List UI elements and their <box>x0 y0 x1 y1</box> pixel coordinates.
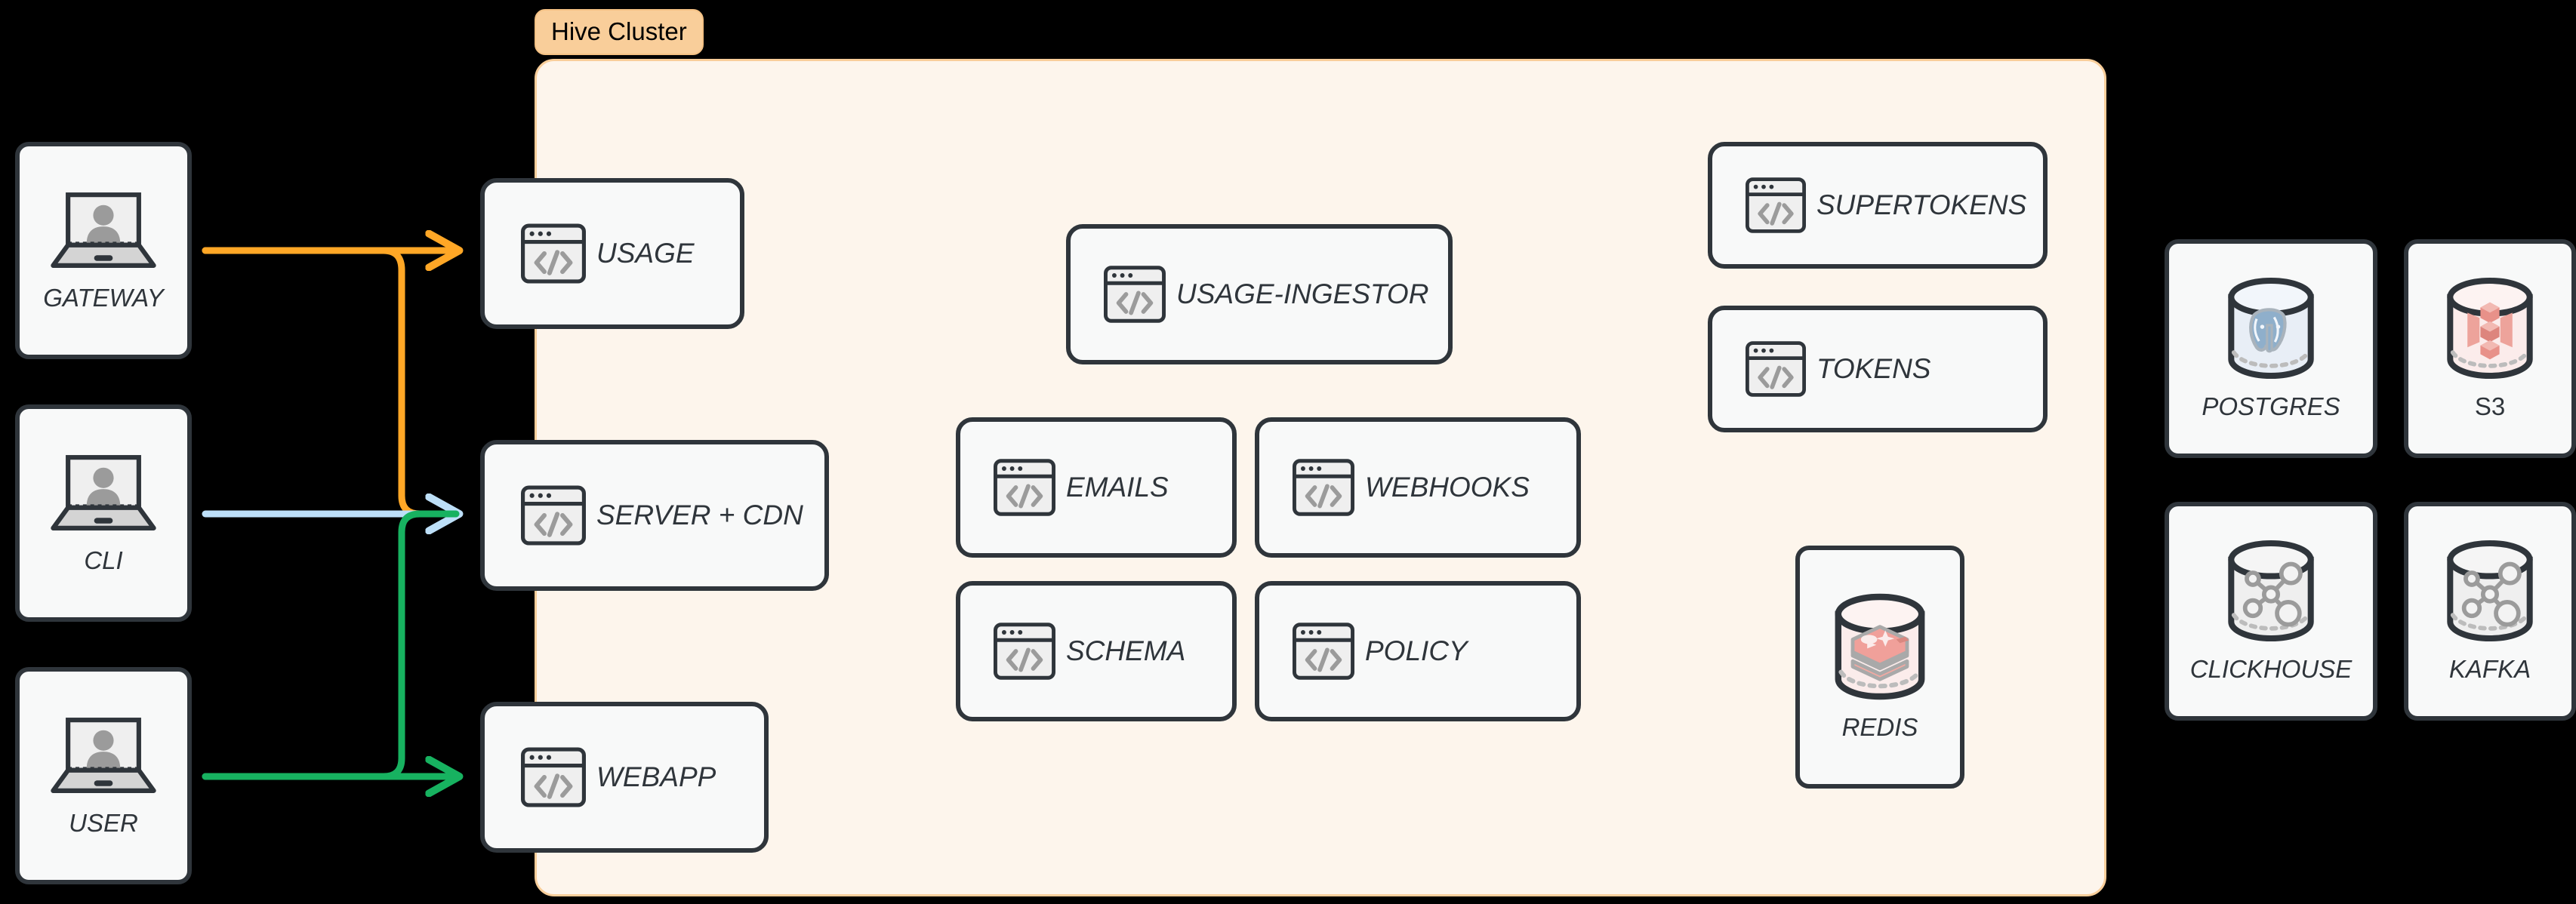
laptop-user-icon <box>48 714 159 797</box>
service-node-usage-ingestor[interactable]: USAGE-INGESTOR <box>1066 224 1453 364</box>
hive-cluster-label: Hive Cluster <box>535 9 704 55</box>
service-label-schema: SCHEMA <box>1066 635 1186 666</box>
datastore-node-postgres[interactable]: POSTGRES <box>2165 239 2377 458</box>
service-label-policy: POLICY <box>1365 635 1468 666</box>
client-node-cli[interactable]: CLI <box>15 404 192 622</box>
service-node-schema[interactable]: SCHEMA <box>956 581 1237 721</box>
datastore-label-kafka: KAFKA <box>2448 655 2531 683</box>
datastore-node-kafka[interactable]: KAFKA <box>2404 502 2576 721</box>
service-node-webhooks[interactable]: WEBHOOKS <box>1255 417 1581 558</box>
client-label-user: USER <box>69 809 138 837</box>
datastore-node-s3[interactable]: S3 <box>2404 239 2576 458</box>
service-label-tokens: TOKENS <box>1816 353 1931 384</box>
s3-cylinder-icon <box>2442 276 2537 380</box>
service-node-emails[interactable]: EMAILS <box>956 417 1237 558</box>
code-window-icon <box>1293 623 1354 680</box>
code-window-icon <box>521 223 586 284</box>
client-node-user[interactable]: USER <box>15 667 192 884</box>
laptop-user-icon <box>48 189 159 272</box>
datastore-label-redis: REDIS <box>1841 713 1918 741</box>
service-label-usage-ingestor: USAGE-INGESTOR <box>1176 278 1429 309</box>
code-window-icon <box>521 747 586 807</box>
code-window-icon <box>994 459 1055 516</box>
datastore-node-clickhouse[interactable]: CLICKHOUSE <box>2165 502 2377 721</box>
datastore-node-redis[interactable]: REDIS <box>1795 546 1964 789</box>
laptop-user-icon <box>48 451 159 534</box>
client-node-gateway[interactable]: GATEWAY <box>15 142 192 359</box>
kafka-cylinder-icon <box>2442 539 2537 643</box>
datastore-label-clickhouse: CLICKHOUSE <box>2189 655 2353 683</box>
client-label-cli: CLI <box>84 546 123 574</box>
service-label-server-cdn: SERVER + CDN <box>596 500 803 530</box>
service-label-supertokens: SUPERTOKENS <box>1816 189 2027 220</box>
service-node-webapp[interactable]: WEBAPP <box>480 702 769 853</box>
connector-gateway-server <box>202 247 460 518</box>
service-node-policy[interactable]: POLICY <box>1255 581 1581 721</box>
code-window-icon <box>521 485 586 546</box>
service-label-webhooks: WEBHOOKS <box>1365 472 1530 503</box>
service-node-server-cdn[interactable]: SERVER + CDN <box>480 440 829 591</box>
redis-cylinder-icon <box>1830 592 1930 701</box>
code-window-icon <box>1104 266 1166 323</box>
service-node-supertokens[interactable]: SUPERTOKENS <box>1708 142 2048 269</box>
postgres-cylinder-icon <box>2223 276 2319 380</box>
service-label-usage: USAGE <box>596 238 695 269</box>
service-label-webapp: WEBAPP <box>596 761 716 792</box>
service-node-tokens[interactable]: TOKENS <box>1708 306 2048 432</box>
clickhouse-cylinder-icon <box>2223 539 2319 643</box>
client-label-gateway: GATEWAY <box>43 284 164 312</box>
service-node-usage[interactable]: USAGE <box>480 178 744 329</box>
service-label-emails: EMAILS <box>1066 472 1169 503</box>
code-window-icon <box>1293 459 1354 516</box>
datastore-label-postgres: POSTGRES <box>2202 392 2340 420</box>
code-window-icon <box>994 623 1055 680</box>
code-window-icon <box>1746 341 1806 397</box>
code-window-icon <box>1746 177 1806 233</box>
datastore-label-s3: S3 <box>2474 392 2506 420</box>
connector-user-server <box>202 510 460 780</box>
